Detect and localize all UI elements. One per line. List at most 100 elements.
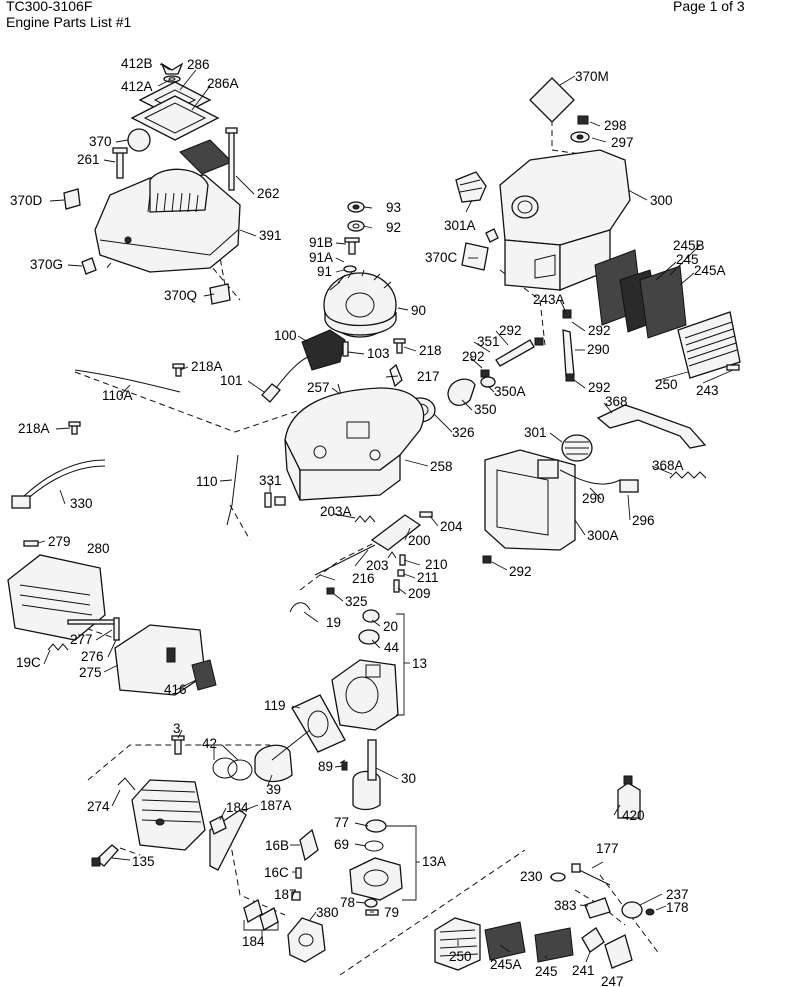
fuel-line-290 [562, 329, 575, 377]
part-label-119: 119 [264, 698, 286, 713]
part-label-16c: 16C [264, 865, 289, 880]
part-label-91b: 91B [309, 235, 333, 250]
part-label-298: 298 [604, 118, 627, 133]
muffler-shield-280 [7, 554, 106, 641]
part-label-301: 301 [524, 425, 547, 440]
part-label-370q: 370Q [164, 288, 197, 303]
part-label-79: 79 [384, 905, 399, 920]
filter-element [179, 139, 233, 175]
plug-89 [341, 761, 348, 771]
washer-230 [550, 872, 566, 882]
part-label-420: 420 [622, 808, 645, 823]
crankcase-13a [349, 857, 403, 901]
bracket-383 [584, 897, 611, 919]
part-label-69: 69 [334, 837, 349, 852]
clip-217 [389, 363, 403, 388]
part-label-103: 103 [367, 346, 390, 361]
part-label-412a: 412A [121, 79, 153, 94]
part-label-13: 13 [412, 656, 427, 671]
spring-203a [354, 515, 376, 523]
part-label-286a: 286A [207, 76, 239, 91]
screw-331 [264, 492, 286, 508]
bolt-3 [171, 735, 185, 755]
choke-plate-247 [604, 934, 633, 969]
part-label-274: 274 [87, 799, 110, 814]
long-screw [225, 127, 238, 191]
part-label-261: 261 [77, 152, 100, 167]
part-label-216: 216 [352, 571, 375, 586]
part-label-203a: 203A [320, 504, 352, 519]
tank-cap-301 [561, 434, 593, 462]
oring-69 [364, 840, 384, 852]
screw-276 [113, 617, 120, 641]
part-label-91: 91 [317, 264, 332, 279]
part-label-101: 101 [220, 373, 243, 388]
part-label-44: 44 [384, 640, 400, 655]
part-label-262: 262 [257, 186, 280, 201]
part-label-370g: 370G [30, 257, 63, 272]
part-label-211: 211 [417, 570, 439, 585]
part-label-416: 416 [164, 682, 187, 697]
page-indicator: Page 1 of 3 [673, 0, 745, 14]
part-label-184: 184 [226, 800, 249, 815]
screw-243 [726, 364, 740, 371]
throttle-rod-216 [314, 544, 376, 576]
part-label-277: 277 [70, 632, 93, 647]
screw-218a [172, 363, 185, 377]
filter-296 [619, 479, 639, 493]
part-label-351: 351 [477, 334, 500, 349]
part-label-187a: 187A [260, 798, 292, 813]
part-label-326: 326 [452, 425, 475, 440]
decal-370m [529, 77, 575, 123]
part-label-250-bottom: 250 [449, 949, 472, 964]
part-label-30: 30 [401, 771, 416, 786]
spring-19 [289, 602, 311, 613]
part-label-370: 370 [89, 134, 112, 149]
part-label-290: 290 [587, 342, 610, 357]
part-label-19: 19 [326, 615, 341, 630]
flywheel-nut [347, 201, 365, 213]
part-label-13a: 13A [422, 854, 446, 869]
primer-bulb-350 [447, 378, 476, 406]
part-label-297: 297 [611, 135, 634, 150]
gasket-119 [291, 694, 346, 753]
decal-370g [81, 257, 97, 275]
wire-110 [226, 454, 239, 526]
tank-cap [455, 171, 487, 203]
screw-218a-left [68, 421, 81, 435]
screw-218 [393, 338, 406, 354]
part-label-16b: 16B [265, 838, 289, 853]
part-label-209: 209 [408, 586, 431, 601]
screw-16c [295, 867, 302, 879]
part-label-3: 3 [173, 721, 181, 736]
throttle-cable-16b [299, 828, 319, 862]
primer-350a [480, 376, 496, 388]
spring-203 [387, 551, 397, 559]
flywheel-key [343, 265, 357, 273]
screw-209 [393, 579, 400, 593]
part-label-218: 218 [419, 343, 442, 358]
fuel-tank-300a [484, 449, 576, 551]
part-label-77: 77 [334, 815, 349, 830]
decal-370d [63, 188, 81, 210]
part-label-204: 204 [440, 519, 463, 534]
part-label-245b: 245B [673, 238, 705, 253]
part-label-110a: 110A [102, 388, 133, 403]
part-labels: 412B 412A 286 286A 370M 298 297 370 261 … [10, 56, 726, 987]
spark-plug-135 [91, 844, 119, 867]
gaskets-184 [243, 899, 279, 931]
bracket-368 [596, 404, 707, 449]
filter-element-245ab [484, 921, 526, 961]
clip-325 [326, 587, 335, 595]
part-label-237: 237 [666, 887, 689, 902]
part-label-178: 178 [666, 900, 689, 915]
part-label-292: 292 [588, 323, 611, 338]
leader-lines [37, 63, 734, 969]
part-label-187: 187 [274, 887, 297, 902]
spring-368a [669, 471, 707, 479]
part-label-350: 350 [474, 402, 497, 417]
fuel-line-290b [559, 469, 621, 485]
grommet-292e [482, 555, 492, 564]
primer-bulb [127, 128, 151, 152]
part-label-200: 200 [408, 533, 431, 548]
